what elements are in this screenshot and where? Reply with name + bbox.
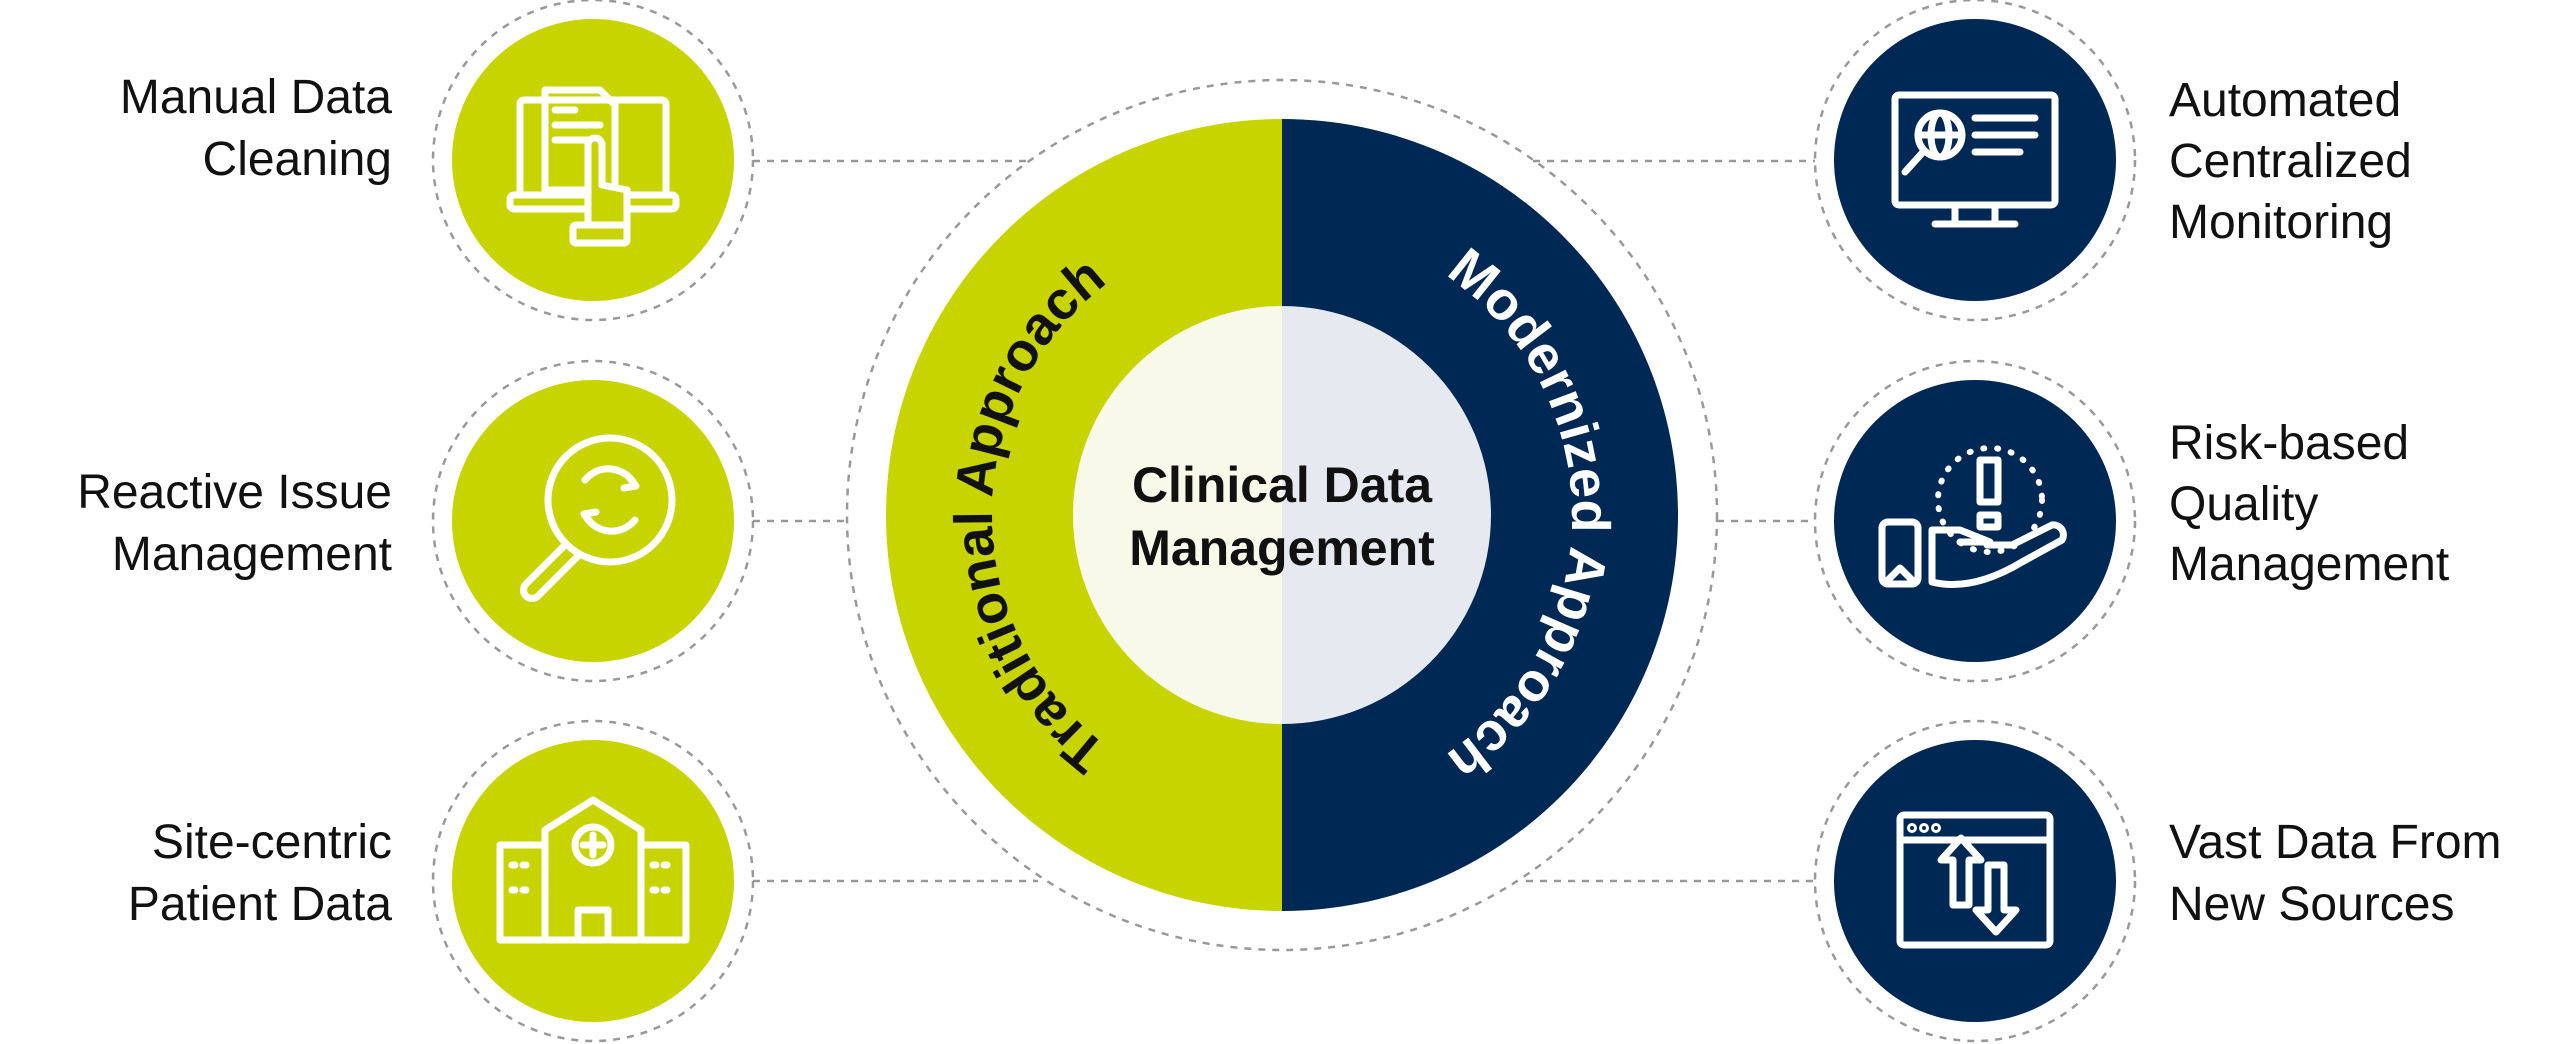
label-line: Patient Data [128, 878, 392, 931]
label-line: Automated [2169, 74, 2401, 127]
item-automated-centralized-monitoring: Automated Centralized Monitoring [1813, 0, 2412, 322]
inner-right [1282, 306, 1491, 724]
hospital-icon [496, 796, 690, 944]
inner-left [1073, 306, 1282, 724]
item-site-centric-patient-data: Site-centric Patient Data [128, 719, 755, 1043]
item-risk-based-quality-management: Risk-based Quality Management [1813, 359, 2449, 683]
item-manual-data-cleaning: Manual Data Cleaning [120, 0, 755, 322]
item-vast-data-new-sources: Vast Data From New Sources [1813, 719, 2502, 1043]
laptop-document-hand-icon [506, 86, 680, 247]
browser-arrows-icon [1896, 811, 2054, 949]
magnifier-refresh-icon [520, 434, 676, 602]
center-title-line2: Management [1129, 520, 1435, 576]
label-line: Management [2169, 538, 2449, 591]
label-line: Centralized [2169, 135, 2412, 188]
label-line: Monitoring [2169, 196, 2393, 249]
label-line: Quality [2169, 478, 2318, 531]
monitor-globe-search-icon [1891, 91, 2059, 228]
central-wheel: Traditional Approach Modernized Approach… [845, 78, 1719, 952]
label-line: New Sources [2169, 878, 2454, 931]
label-line: Risk-based [2169, 417, 2409, 470]
label-line: Management [112, 528, 392, 581]
outer-dashed-ring [845, 78, 1719, 952]
connector-lines [753, 159, 1815, 883]
item-reactive-issue-management: Reactive Issue Management [77, 359, 755, 683]
label-line: Vast Data From [2169, 816, 2502, 869]
label-line: Cleaning [203, 133, 392, 186]
center-title-line1: Clinical Data [1132, 457, 1433, 513]
label-line: Reactive Issue [77, 466, 392, 519]
label-line: Site-centric [152, 816, 392, 869]
label-line: Manual Data [120, 71, 392, 124]
hand-alert-icon [1878, 445, 2067, 588]
